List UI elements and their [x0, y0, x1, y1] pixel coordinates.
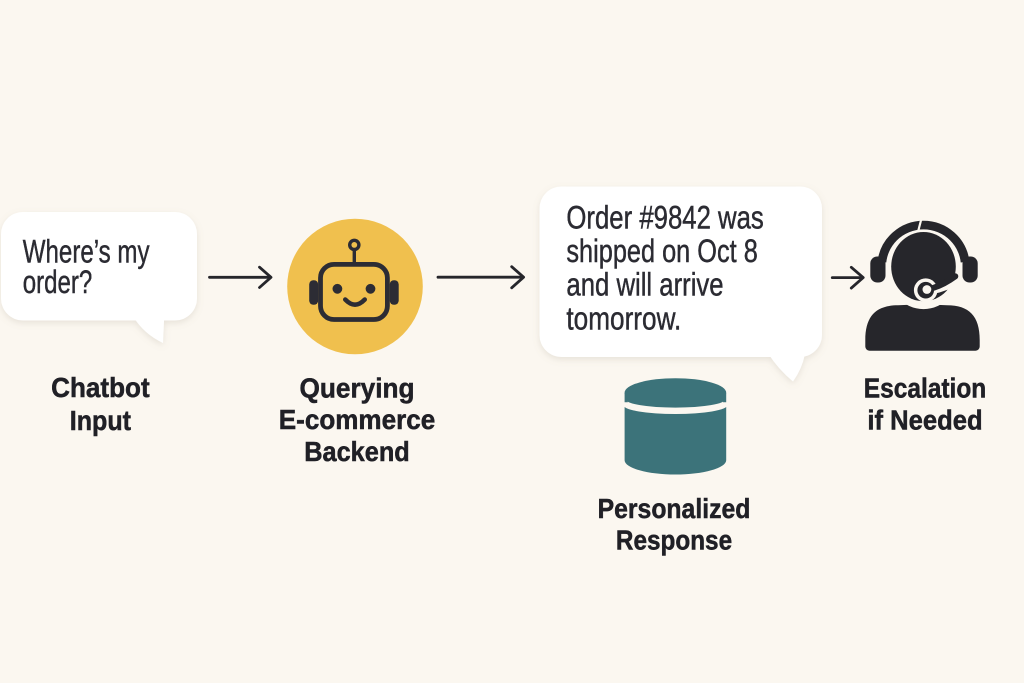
svg-text:if Needed: if Needed: [867, 405, 982, 436]
svg-text:Input: Input: [70, 405, 131, 436]
svg-text:Backend: Backend: [304, 436, 410, 467]
svg-text:Querying: Querying: [300, 373, 415, 404]
svg-text:order?: order?: [23, 264, 93, 300]
svg-text:E-commerce: E-commerce: [279, 404, 436, 435]
svg-text:tomorrow.: tomorrow.: [566, 301, 681, 337]
svg-text:Where’s my: Where’s my: [23, 234, 150, 270]
svg-text:shipped on Oct 8: shipped on Oct 8: [566, 233, 757, 269]
svg-text:Escalation: Escalation: [864, 372, 987, 403]
svg-text:Chatbot: Chatbot: [51, 372, 150, 403]
svg-text:Response: Response: [616, 525, 732, 556]
svg-text:Personalized: Personalized: [598, 493, 751, 524]
svg-text:Order #9842 was: Order #9842 was: [566, 199, 763, 235]
svg-text:and will arrive: and will arrive: [566, 267, 723, 303]
